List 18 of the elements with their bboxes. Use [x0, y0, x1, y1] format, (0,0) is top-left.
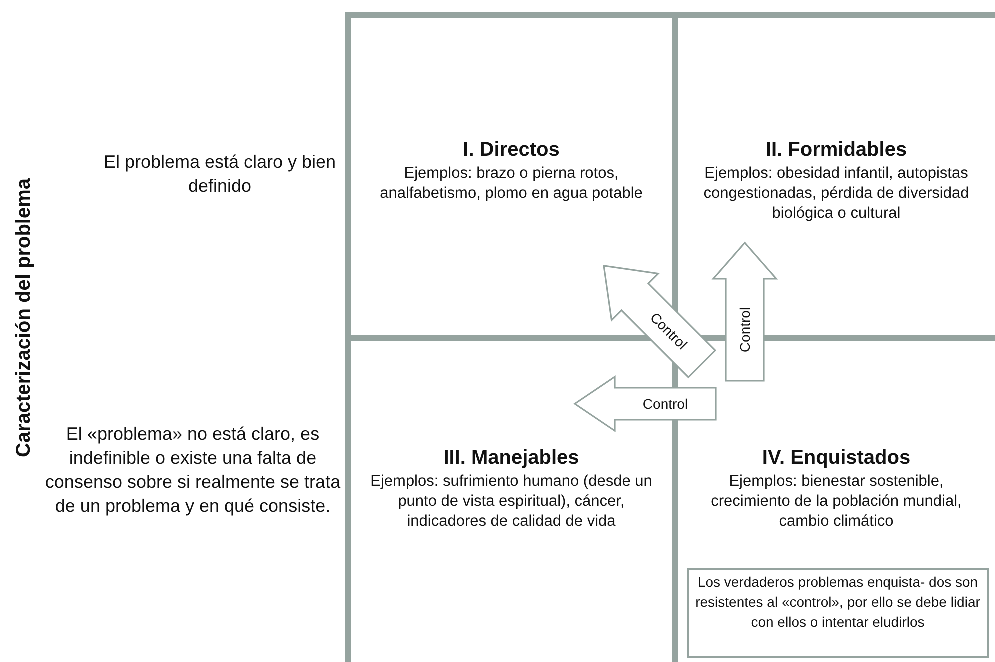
quadrant-title: I. Directos — [463, 138, 560, 162]
examples-text: Ejemplos: sufrimiento humano (desde un punto de vista espiritual), cáncer, indicadores de calidad de vida — [370, 472, 654, 532]
examples-text: Ejemplos: obesidad infantil, autopistas congestionadas, pérdida de diversidad biológica o cultural — [702, 164, 970, 224]
quadrant-title: III. Manejables — [444, 446, 580, 470]
row-description: El problema está claro y bien definido — [102, 151, 338, 198]
quadrant-title: IV. Enquistados — [762, 446, 911, 470]
examples-text: Ejemplos: bienestar sostenible, crecimiento de la población mundial, cambio climático — [710, 472, 963, 532]
edge-label: Control — [642, 396, 688, 412]
note-text: Los verdaderos problemas enquista- dos son resistentes al «control», por ello se debe lidiar con ellos o intentar eludirlos — [695, 573, 981, 632]
row-description: El «problema» no está claro, es indefinible o existe una falta de consenso sobre si realmente se trata de un problema y en qué consiste. — [44, 423, 342, 518]
block-arrow — [712, 242, 778, 382]
axis-title: Caracterización del problema — [12, 178, 36, 458]
edge-label: Control — [737, 307, 753, 353]
quadrant-title: II. Formidables — [766, 138, 908, 162]
block-arrow — [603, 265, 717, 379]
block-arrow — [574, 376, 717, 432]
examples-text: Ejemplos: brazo o pierna rotos, analfabetismo, plomo en agua potable — [379, 164, 644, 204]
note-box — [687, 568, 989, 658]
